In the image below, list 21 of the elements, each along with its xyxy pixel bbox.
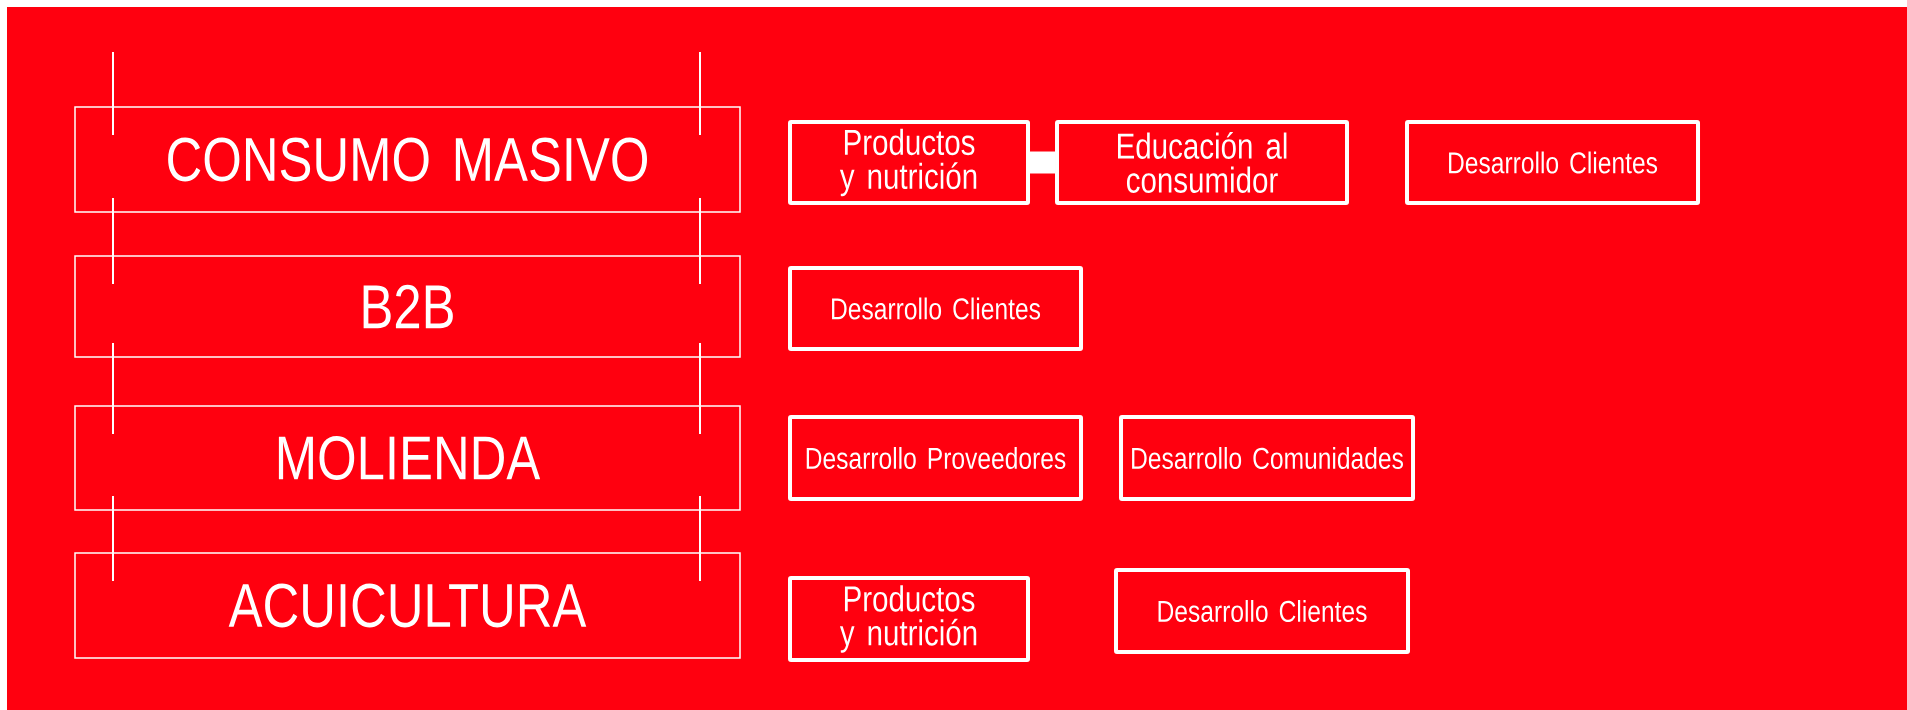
rope-line — [699, 197, 701, 285]
rope-line — [112, 495, 114, 582]
rope-line — [112, 51, 114, 136]
rope-line — [699, 495, 701, 582]
topic-box: Desarrollo Clientes — [1114, 568, 1410, 654]
topic-box: Desarrollo Proveedores — [788, 415, 1083, 501]
topic-box: Productos y nutrición — [788, 120, 1030, 205]
rope-line — [699, 342, 701, 435]
segment-band: B2B — [74, 255, 741, 358]
topic-box: Productos y nutrición — [788, 576, 1030, 662]
segment-band: MOLIENDA — [74, 405, 741, 511]
rope-line — [112, 197, 114, 285]
topic-box: Educación al consumidor — [1055, 120, 1349, 205]
rope-line — [112, 342, 114, 435]
topic-box: Desarrollo Clientes — [788, 266, 1083, 351]
topic-box: Desarrollo Comunidades — [1119, 415, 1415, 501]
topic-box: Desarrollo Clientes — [1405, 120, 1700, 205]
rope-line — [699, 51, 701, 136]
segment-band: CONSUMO MASIVO — [74, 106, 741, 213]
connector — [1030, 151, 1055, 174]
segment-band: ACUICULTURA — [74, 552, 741, 659]
